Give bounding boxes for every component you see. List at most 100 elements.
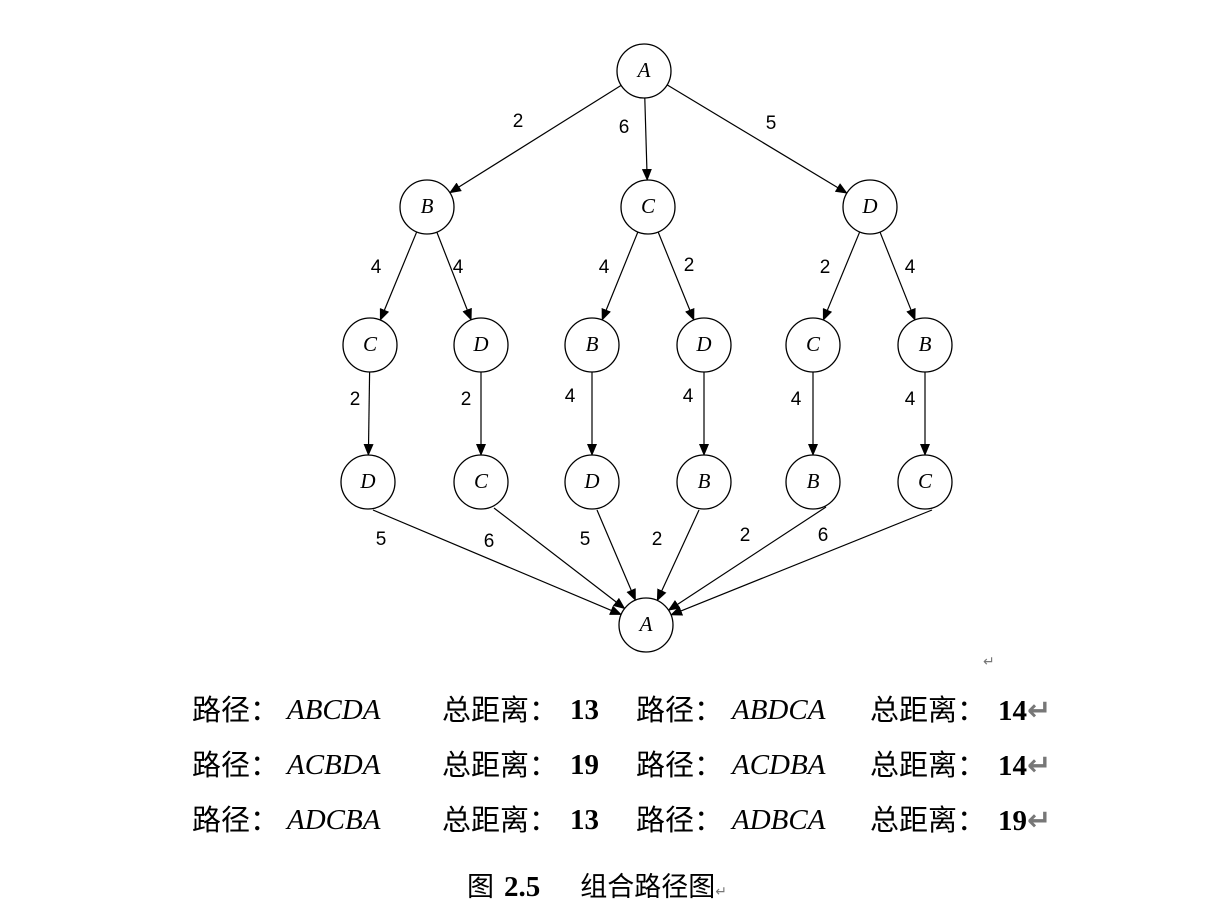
route-distance: 13: [570, 694, 599, 726]
distance-label: 总距离：: [442, 803, 559, 837]
caption-prefix: 图: [467, 872, 494, 903]
tree-node: C: [897, 454, 953, 510]
paragraph-mark: ↵: [983, 654, 995, 670]
node-circle: [340, 454, 396, 510]
edge-arrow: [822, 231, 861, 321]
node-label: B: [807, 469, 820, 493]
routes-table: 路径： ABCDA 总距离： 13 路径： ABDCA 总距离： 14↵ 路径：…: [192, 690, 1092, 855]
route-path: ADBCA: [732, 804, 826, 836]
edge-weight: 2: [684, 255, 695, 276]
tree-node: D: [676, 317, 732, 373]
edge-arrow: [601, 231, 639, 321]
node-label: C: [918, 469, 933, 493]
node-circle: [842, 179, 898, 235]
node-label: D: [472, 332, 488, 356]
distance-label: 总距离：: [870, 693, 987, 727]
edge-weight: 4: [905, 257, 916, 278]
edge-weight: 4: [791, 389, 802, 410]
node-label: D: [583, 469, 599, 493]
path-label: 路径：: [636, 803, 724, 837]
tree-node: B: [785, 454, 841, 510]
tree-node: C: [342, 317, 398, 373]
node-circle: [616, 43, 672, 99]
node-circle: [785, 317, 841, 373]
edge-weight: 6: [484, 531, 495, 552]
node-label: B: [698, 469, 711, 493]
route-path: ADCBA: [287, 804, 381, 836]
path-label: 路径：: [192, 748, 280, 782]
edge-arrow: [657, 231, 695, 321]
path-label: 路径：: [636, 693, 724, 727]
tree-node: C: [620, 179, 676, 235]
node-circle: [564, 454, 620, 510]
edge-weight: 2: [820, 257, 831, 278]
edge-weight: 5: [376, 529, 387, 550]
edge-weight: 5: [580, 529, 591, 550]
tree-node: D: [453, 317, 509, 373]
node-circle: [399, 179, 455, 235]
edge-weight: 2: [652, 529, 663, 550]
node-label: B: [586, 332, 599, 356]
node-circle: [676, 317, 732, 373]
node-label: A: [636, 58, 651, 82]
tree-node: C: [785, 317, 841, 373]
route-path: ACBDA: [287, 749, 381, 781]
edge-arrow: [667, 506, 827, 611]
route-path: ABCDA: [287, 694, 381, 726]
tree-node: C: [453, 454, 509, 510]
distance-label: 总距离：: [870, 803, 987, 837]
route-distance: 14↵: [998, 748, 1052, 782]
path-label: 路径：: [192, 693, 280, 727]
edge-arrow: [596, 509, 636, 602]
edge-arrow: [379, 231, 418, 321]
node-circle: [342, 317, 398, 373]
edge-weight: 4: [905, 389, 916, 410]
tree-node: D: [340, 454, 396, 510]
route-path: ACDBA: [732, 749, 826, 781]
edge-arrow: [372, 509, 623, 616]
route-distance: 13: [570, 804, 599, 836]
edge-weight: 2: [513, 111, 524, 132]
route-row: 路径： ACBDA 总距离： 19 路径： ACDBA 总距离： 14↵: [192, 745, 1092, 800]
node-circle: [564, 317, 620, 373]
edge-arrow: [666, 84, 848, 194]
tree-node: B: [897, 317, 953, 373]
distance-label: 总距离：: [442, 748, 559, 782]
node-label: A: [638, 612, 653, 636]
tree-node: B: [676, 454, 732, 510]
tree-node: B: [564, 317, 620, 373]
path-label: 路径：: [192, 803, 280, 837]
edge-weight: 4: [453, 257, 464, 278]
edge-arrow: [363, 371, 374, 457]
node-circle: [620, 179, 676, 235]
node-label: C: [641, 194, 656, 218]
node-label: D: [695, 332, 711, 356]
node-circle: [618, 597, 674, 653]
node-circle: [897, 317, 953, 373]
tree-node: D: [564, 454, 620, 510]
edge-arrow: [436, 231, 472, 321]
distance-label: 总距离：: [442, 693, 559, 727]
edges-layer: [363, 84, 933, 616]
tree-node: D: [842, 179, 898, 235]
tree-node: A: [616, 43, 672, 99]
distance-label: 总距离：: [870, 748, 987, 782]
edge-weight: 4: [371, 257, 382, 278]
edge-weight: 2: [350, 389, 361, 410]
node-circle: [453, 317, 509, 373]
node-circle: [785, 454, 841, 510]
node-circle: [453, 454, 509, 510]
edge-weight: 6: [818, 525, 829, 546]
node-label: D: [359, 469, 375, 493]
edge-weight: 4: [683, 386, 694, 407]
route-distance: 14↵: [998, 693, 1052, 727]
edge-arrow: [641, 97, 652, 182]
path-label: 路径：: [636, 748, 724, 782]
route-path: ABDCA: [732, 694, 826, 726]
route-row: 路径： ADCBA 总距离： 13 路径： ADBCA 总距离： 19↵: [192, 800, 1092, 855]
edge-weight: 2: [740, 525, 751, 546]
route-distance: 19: [570, 749, 599, 781]
tree-node: A: [618, 597, 674, 653]
edge-arrow: [493, 507, 626, 610]
